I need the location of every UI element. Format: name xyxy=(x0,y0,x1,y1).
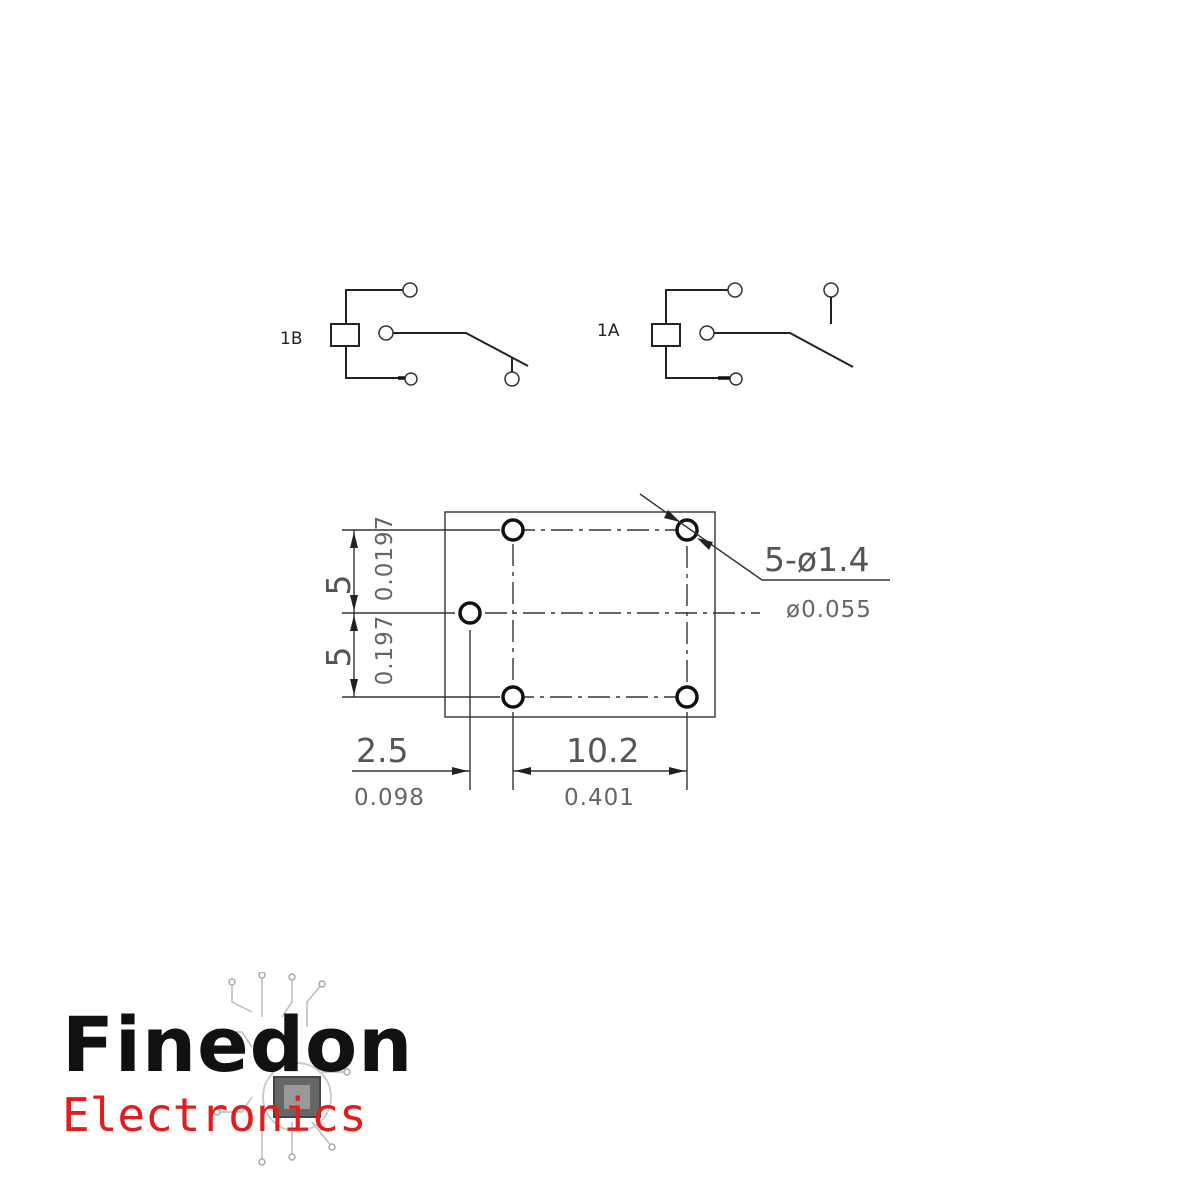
arrow-icon xyxy=(452,767,468,775)
pin-coil-bottom xyxy=(404,372,418,386)
coil-symbol xyxy=(651,323,681,347)
dim-horizontal-right: 10.2 xyxy=(566,731,639,770)
finedon-logo: Finedon Electronics xyxy=(62,972,482,1170)
logo-name: Finedon xyxy=(62,1000,414,1089)
schematic-1a: 1A xyxy=(597,282,854,386)
arrow-icon xyxy=(669,767,685,775)
circuit-chip-icon xyxy=(213,972,351,1166)
dim-horizontal-left: 2.5 xyxy=(356,731,408,770)
callout-leader xyxy=(721,551,890,581)
dim-vertical-upper: 5 xyxy=(319,575,358,596)
arrow-icon xyxy=(350,679,358,695)
coil-wire-top xyxy=(345,289,410,324)
pin-hole xyxy=(501,518,525,542)
dim-horizontal-right-inch: 0.401 xyxy=(564,785,635,811)
schematic-1b-label: 1B xyxy=(280,329,302,349)
arrow-icon xyxy=(350,532,358,548)
coil-wire-bottom xyxy=(665,346,730,379)
coil-wire-bottom xyxy=(345,346,408,379)
pin-coil-top xyxy=(727,282,743,298)
pin-coil-top xyxy=(402,282,418,298)
arrow-icon xyxy=(697,538,713,550)
pin-no xyxy=(823,282,839,298)
pin-hole xyxy=(458,601,482,625)
switch-arm xyxy=(393,332,529,367)
arrow-icon xyxy=(350,595,358,611)
dim-vertical-upper-inch: 0.0197 xyxy=(372,515,398,601)
arrow-icon xyxy=(350,615,358,631)
pcb-footprint: 5 5 0.0197 0.197 5-ø1.4 ø0.055 2.5 0.098… xyxy=(319,493,890,811)
logo-subtitle: Electronics xyxy=(62,1088,367,1142)
relay-outline xyxy=(444,511,716,718)
hole-callout-inch: ø0.055 xyxy=(786,597,872,623)
switch-arm xyxy=(714,332,854,368)
pin-nc xyxy=(504,371,520,387)
schematic-1b: 1B xyxy=(280,282,529,387)
schematic-1a-label: 1A xyxy=(597,321,620,341)
pin-common xyxy=(378,325,394,341)
hole-callout: 5-ø1.4 xyxy=(764,540,870,579)
coil-symbol xyxy=(330,323,360,347)
dim-horizontal-left-inch: 0.098 xyxy=(354,785,425,811)
dim-vertical-lower: 5 xyxy=(319,647,358,668)
coil-wire-top xyxy=(665,289,733,324)
pin-hole xyxy=(501,685,525,709)
pin-coil-bottom xyxy=(729,372,743,386)
dim-vertical-lower-inch: 0.197 xyxy=(372,615,398,686)
pin-hole xyxy=(675,518,699,542)
arrow-icon xyxy=(515,767,531,775)
pin-hole xyxy=(675,685,699,709)
pin-common xyxy=(699,325,715,341)
arrow-icon xyxy=(664,510,680,522)
